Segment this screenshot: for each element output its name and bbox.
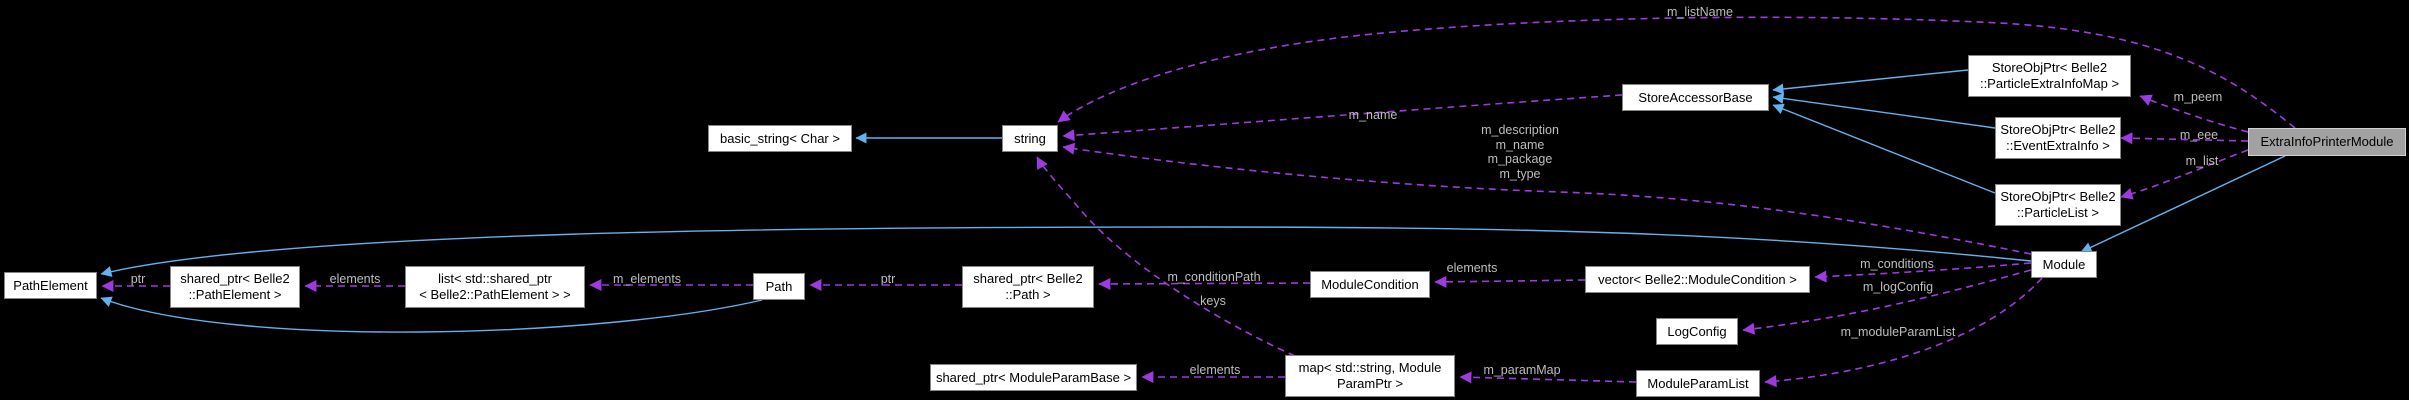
node-label: StoreAccessorBase: [1638, 89, 1753, 105]
edge-label-m-type: m_type: [1499, 166, 1541, 181]
node-storeobjptr-particle-list[interactable]: StoreObjPtr< Belle2 ::ParticleList >: [1995, 184, 2121, 226]
node-label: ExtraInfoPrinterModule: [2260, 134, 2394, 149]
node-module-condition[interactable]: ModuleCondition: [1310, 271, 1430, 298]
edge-module-to-pathelement: [100, 226, 2032, 277]
edge-label-ptr-pathelement: ptr: [130, 272, 146, 286]
edge-storeobjptr-peim-to-storeaccessorbase: [1772, 69, 1969, 95]
edge-m-moduleparamlist: [1764, 277, 2043, 388]
edge-extrainfoprinter-to-module: [2080, 155, 2286, 253]
edge-label-m-name-2: m_name: [1495, 137, 1545, 152]
node-basic-string[interactable]: basic_string< Char >: [708, 125, 852, 152]
edge-label-m-peem: m_peem: [2173, 90, 2223, 104]
node-module-param-list[interactable]: ModuleParamList: [1636, 370, 1760, 397]
edge-m-listname: [1057, 16, 2296, 129]
node-shared-ptr-path[interactable]: shared_ptr< Belle2 ::Path >: [962, 266, 1094, 308]
node-label: basic_string< Char >: [720, 130, 840, 146]
edge-elements-vector-to-modulecondition: [1434, 275, 1586, 288]
node-label-line: ::ParticleExtraInfoMap >: [1979, 76, 2120, 91]
edge-m-name: [1062, 94, 1623, 142]
edge-label-m-list: m_list: [2185, 154, 2219, 168]
node-label-line: list< std::shared_ptr: [438, 271, 552, 286]
edge-path-to-pathelement: [100, 296, 763, 333]
edge-storeobjptr-eei-to-storeaccessorbase: [1772, 92, 1996, 129]
node-label-line: ::EventExtraInfo >: [2006, 138, 2110, 153]
node-label-line: map< std::string, Module: [1298, 360, 1442, 375]
node-storeobjptr-event-extra-info[interactable]: StoreObjPtr< Belle2 ::EventExtraInfo >: [1995, 117, 2121, 159]
node-label-line: ::PathElement >: [188, 287, 282, 302]
edge-label-module-string-members: m_description m_name m_package m_type: [1481, 123, 1559, 181]
node-path-element[interactable]: PathElement: [4, 272, 97, 299]
node-label: vector< Belle2::ModuleCondition >: [1598, 271, 1797, 287]
edge-label-elements-map: elements: [1189, 363, 1241, 377]
node-label: Path: [765, 278, 793, 294]
edge-label-m-package: m_package: [1487, 152, 1553, 166]
edge-m-parammap: [1459, 371, 1637, 384]
node-string[interactable]: string: [1002, 125, 1058, 152]
edge-keys: [1036, 156, 1296, 357]
edge-label-m-description: m_description: [1481, 123, 1559, 137]
node-list-shared-ptr-path-element[interactable]: list< std::shared_ptr < Belle2::PathElem…: [405, 266, 585, 308]
node-label: ModuleParamList: [1647, 375, 1749, 391]
node-label-line: ::Path >: [1005, 287, 1051, 302]
edge-label-m-logconfig: m_logConfig: [1862, 280, 1934, 294]
node-label-line: ::ParticleList >: [2016, 205, 2099, 220]
edge-label-m-moduleparamlist: m_moduleParamList: [1840, 325, 1956, 339]
edge-label-elements-vector: elements: [1446, 261, 1498, 275]
node-shared-ptr-module-param-base[interactable]: shared_ptr< ModuleParamBase >: [930, 364, 1137, 391]
node-label: string: [1014, 130, 1046, 146]
node-log-config[interactable]: LogConfig: [1656, 318, 1738, 345]
node-shared-ptr-path-element[interactable]: shared_ptr< Belle2 ::PathElement >: [170, 266, 300, 308]
edge-label-m-eee: m_eee: [2179, 128, 2219, 142]
edge-label-m-conditionpath: m_conditionPath: [1167, 270, 1261, 284]
edge-label-elements-list: elements: [329, 272, 381, 286]
edge-m-eee: [2120, 132, 2249, 145]
node-extra-info-printer-module: ExtraInfoPrinterModule: [2248, 128, 2406, 156]
edge-m-logconfig: [1742, 269, 2032, 335]
node-label-line: StoreObjPtr< Belle2: [2000, 122, 2116, 137]
node-label-line: StoreObjPtr< Belle2: [2000, 189, 2116, 204]
node-label-line: < Belle2::PathElement > >: [419, 287, 571, 302]
edge-storeobjptr-pl-to-storeaccessorbase: [1772, 103, 1996, 194]
node-label: shared_ptr< ModuleParamBase >: [935, 369, 1132, 385]
edge-label-keys: keys: [1200, 294, 1226, 308]
node-label-line: shared_ptr< Belle2: [180, 271, 290, 286]
edge-label-m-name: m_name: [1348, 108, 1398, 122]
edge-label-m-elements: m_elements: [612, 272, 682, 286]
edge-label-m-conditions: m_conditions: [1860, 257, 1934, 271]
edge-m-list: [2120, 149, 2249, 200]
node-path[interactable]: Path: [753, 273, 805, 300]
edge-label-m-parammap: m_paramMap: [1483, 363, 1561, 377]
edge-label-ptr-path: ptr: [880, 272, 896, 286]
node-label-line: ParamPtr >: [1336, 376, 1404, 391]
node-label: Module: [2042, 256, 2086, 272]
edge-m-peem: [2139, 94, 2249, 133]
node-store-accessor-base[interactable]: StoreAccessorBase: [1622, 84, 1769, 111]
node-label-line: shared_ptr< Belle2: [973, 271, 1083, 286]
edge-label-m-listname: m_listName: [1667, 5, 1733, 19]
node-label: PathElement: [13, 277, 88, 293]
node-vector-module-condition[interactable]: vector< Belle2::ModuleCondition >: [1585, 266, 1810, 293]
node-map-module-param-ptr[interactable]: map< std::string, Module ParamPtr >: [1285, 355, 1455, 397]
node-label: ModuleCondition: [1321, 276, 1419, 292]
node-label-line: StoreObjPtr< Belle2: [1991, 60, 2108, 75]
node-module[interactable]: Module: [2031, 251, 2097, 278]
node-label: LogConfig: [1667, 323, 1727, 339]
edge-m-conditions: [1814, 262, 2032, 283]
node-storeobjptr-particle-extra-info-map[interactable]: StoreObjPtr< Belle2 ::ParticleExtraInfoM…: [1968, 55, 2131, 97]
